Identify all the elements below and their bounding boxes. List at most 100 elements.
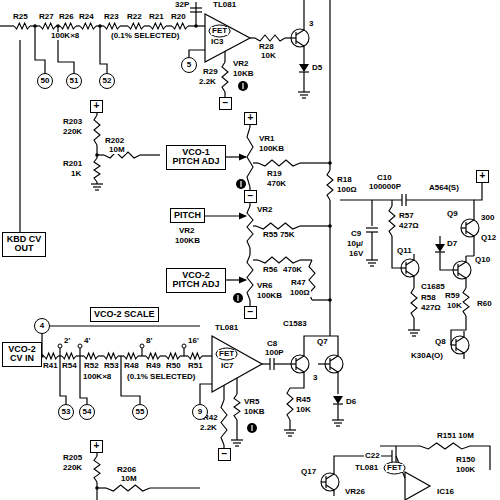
wire: [329, 200, 330, 336]
label-text: R203: [62, 118, 83, 126]
wire: [253, 225, 256, 226]
label-text: TL081: [354, 464, 379, 472]
resistor-symbol: [222, 62, 228, 92]
transistor-emitter: [296, 367, 304, 378]
label-text: R206: [116, 466, 137, 474]
wire: [249, 203, 250, 206]
wire: [303, 72, 304, 92]
label-text: Q10: [474, 256, 491, 264]
resistor-symbol: [411, 288, 417, 318]
op-amp-symbol: [205, 14, 250, 62]
label-text: R151 10M: [436, 432, 475, 440]
node-text: 4: [40, 322, 44, 330]
supply-terminal: −: [244, 306, 257, 319]
ground-symbol: [366, 259, 378, 260]
label-text: R201: [62, 160, 83, 168]
supply-terminal: −: [218, 448, 231, 461]
transistor-collector: [296, 350, 304, 361]
wire: [100, 26, 107, 73]
transistor-symbol: [461, 219, 479, 237]
capacitor-plate: [366, 227, 378, 228]
label-text: R24: [78, 13, 95, 21]
transistor-collector: [458, 256, 466, 267]
transistor-base: [291, 363, 296, 364]
wire: [337, 378, 338, 394]
wire: [303, 52, 304, 64]
resistor-symbol: [94, 456, 100, 482]
transistor-symbol: [321, 473, 339, 491]
label-text: C10: [376, 174, 393, 182]
wire: [0, 25, 14, 26]
resistor-symbol: [146, 353, 160, 359]
label-text: IC16: [436, 488, 455, 496]
trim-marker-line: [237, 295, 238, 301]
resistor-symbol: [463, 288, 469, 316]
label-text: R45: [295, 396, 312, 404]
wire: [303, 0, 304, 24]
label-text: R28: [258, 43, 275, 51]
label-text: R52: [83, 362, 100, 370]
node-text: −: [223, 98, 229, 109]
transistor-bar: [329, 358, 330, 370]
wire: [253, 162, 258, 163]
label-text: Q8: [434, 338, 447, 346]
wire: [334, 456, 350, 468]
resistor-symbol: [44, 353, 58, 359]
wire: [250, 37, 255, 38]
label-text: 470K: [282, 266, 303, 274]
junction-dot: [98, 24, 102, 28]
resistor-symbol: [258, 257, 300, 263]
label-text: R51: [187, 362, 204, 370]
node-text: +: [94, 441, 100, 452]
ground-symbol: [302, 97, 306, 98]
label-text: 1K: [70, 170, 82, 178]
transistor-collector: [406, 254, 414, 265]
label-text: R19: [266, 170, 283, 178]
wire: [474, 183, 482, 200]
label-text: FET: [211, 27, 228, 35]
label-text: FET: [386, 464, 403, 472]
transistor-base: [451, 344, 456, 345]
label-text: R23: [103, 13, 120, 21]
wire: [50, 325, 200, 326]
resistor-symbol: [420, 443, 470, 449]
wire: [98, 355, 104, 356]
wire: [160, 355, 166, 356]
trim-marker: [233, 293, 243, 303]
transistor-emitter: [458, 273, 466, 284]
wiper-arrow: [226, 279, 246, 280]
resistor-symbol: [327, 170, 333, 200]
supply-terminal: +: [244, 112, 257, 125]
transistor-emitter: [326, 485, 334, 496]
resistor-symbol: [287, 388, 293, 420]
wire: [340, 199, 402, 200]
label-text: R55 75K: [262, 231, 296, 239]
label-text: C22: [364, 452, 381, 460]
callout-circle: 54: [79, 404, 95, 420]
callout-circle: 51: [66, 73, 82, 89]
callout-circle: 4: [34, 318, 50, 334]
label-text: 220K: [62, 128, 83, 136]
node-text: 5: [187, 61, 191, 69]
node-text: 50: [41, 77, 50, 85]
ground-symbol: [408, 329, 420, 330]
node-text: 53: [62, 408, 71, 416]
node-text: −: [222, 449, 228, 460]
label-box: PITCH: [170, 208, 205, 223]
resistor-symbol: [128, 23, 144, 29]
callout-circle: 52: [99, 73, 115, 89]
label-text: Q9: [446, 210, 459, 218]
supply-terminal: +: [90, 440, 103, 453]
node-text: 9: [198, 408, 202, 416]
wire: [96, 453, 97, 456]
callout-circle: 50: [37, 73, 53, 89]
resistor-symbol: [247, 127, 253, 187]
junction-dot: [56, 24, 60, 28]
ground-symbol: [410, 332, 418, 333]
transistor-base: [325, 363, 330, 364]
label-text: C8: [266, 340, 278, 348]
label-text: 470K: [266, 180, 287, 188]
label-text: 2.2K: [199, 424, 218, 432]
wire: [79, 348, 80, 356]
supply-terminal: −: [219, 97, 232, 110]
